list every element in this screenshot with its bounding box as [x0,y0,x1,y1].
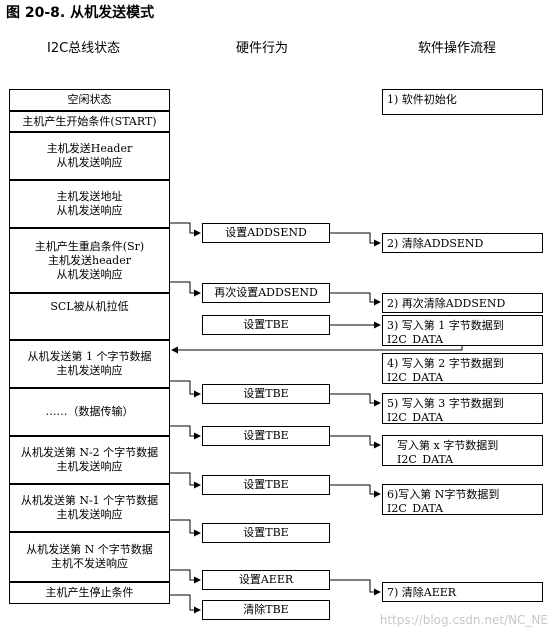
bus-state-text: 从机发送响应 [56,204,123,217]
arrow-write-n [330,484,381,498]
bus-state-text: 主机发送响应 [56,460,123,473]
watermark: https://blog.csdn.net/NC_NE [379,613,548,627]
bus-state-text: 主机发送header [48,253,131,267]
arrow-tbe-5 [170,472,201,489]
bus-state-text: 主机发送响应 [56,364,123,377]
hw-clear-tbe: 清除TBE [202,600,330,620]
bus-state-text: 主机发送响应 [56,508,123,521]
bus-state-text: 从机发送第 N-1 个字节数据 [20,494,159,507]
arrow-tbe-6 [170,519,201,537]
bus-state-scl-low: SCL被从机拉低 [9,293,170,340]
sw-step-text: 4) 写入第 2 字节数据到 [387,357,504,370]
sw-step-text: I2C_DATA [387,371,444,384]
sw-step-clear-addsend-again: 2) 再次清除ADDSEND [382,293,543,313]
bus-state-start: 主机产生开始条件(START) [9,111,170,132]
bus-state-byte-n-2: 从机发送第 N-2 个字节数据 主机发送响应 [9,436,170,484]
arrow-write-3 [330,393,381,407]
bus-state-text: 从机发送第 N-2 个字节数据 [20,446,159,459]
arrow-write-x [330,435,381,449]
sw-step-clear-aeer: 7) 清除AEER [382,582,543,602]
bus-state-address: 主机发送地址 从机发送响应 [9,180,170,228]
hw-set-tbe-1: 设置TBE [202,315,330,335]
sw-step-text: 写入第 x 字节数据到 [397,439,499,452]
bus-state-text: 主机产生开始条件(START) [22,114,157,128]
hw-set-tbe-5: 设置TBE [202,523,330,543]
arrow-tbe-3 [170,380,201,398]
arrow-clear-addsend-again [330,292,381,306]
sw-step-text: 6)写入第 N字节数据到 [387,488,500,501]
bus-state-data-transfer: ……（数据传输） [9,388,170,436]
sw-step-init: 1) 软件初始化 [382,89,543,115]
column-header-hardware: 硬件行为 [236,41,289,56]
sw-step-write-n: 6)写入第 N字节数据到 I2C_DATA [382,484,543,515]
figure-title: 图 20-8. 从机发送模式 [6,5,155,21]
sw-step-text: 7) 清除AEER [387,586,457,599]
bus-state-text: 主机发送Header [46,142,133,155]
column-header-software: 软件操作流程 [418,41,497,56]
sw-step-text: 2) 清除ADDSEND [387,237,484,250]
hw-set-addsend: 设置ADDSEND [202,223,330,243]
bus-state-text: 主机产生停止条件 [45,586,134,599]
hw-set-tbe-3: 设置TBE [202,426,330,446]
bus-state-header: 主机发送Header 从机发送响应 [9,132,170,180]
arrow-clear-aeer [330,579,381,596]
sw-step-text: 5) 写入第 3 字节数据到 [387,397,504,410]
sw-step-write-3: 5) 写入第 3 字节数据到 I2C_DATA [382,393,543,424]
bus-state-text: 主机发送地址 [56,190,123,203]
column-header-bus: I2C总线状态 [47,41,121,56]
bus-state-byte-n-1: 从机发送第 N-1 个字节数据 主机发送响应 [9,484,170,532]
sw-step-clear-addsend: 2) 清除ADDSEND [382,233,543,253]
arrow-addsend-again [170,281,201,297]
bus-state-text: 从机发送第 1 个字节数据 [27,350,152,363]
sw-step-text: 3) 写入第 1 字节数据到 [387,319,504,332]
bus-state-text: 从机发送第 N 个字节数据 [26,543,153,556]
bus-state-text: SCL被从机拉低 [50,300,129,313]
arrow-addsend [170,222,201,237]
bus-state-text: ……（数据传输） [45,405,134,418]
arrow-clear-addsend [330,232,381,247]
sw-step-write-x: 写入第 x 字节数据到 I2C_DATA [382,435,543,466]
bus-state-byte-1: 从机发送第 1 个字节数据 主机发送响应 [9,340,170,388]
sw-step-text: I2C_DATA [387,333,444,346]
sw-step-write-2: 4) 写入第 2 字节数据到 I2C_DATA [382,353,543,384]
sw-step-text: I2C_DATA [397,453,454,466]
sw-step-text: 2) 再次清除ADDSEND [387,297,506,310]
bus-state-restart: 主机产生重启条件(Sr) 主机发送header 从机发送响应 [9,228,170,293]
hw-set-aeer: 设置AEER [202,570,330,590]
sw-step-text: 1) 软件初始化 [387,93,457,106]
bus-state-text: 主机不发送响应 [51,557,128,570]
sw-step-text: I2C_DATA [387,411,444,424]
bus-state-stop: 主机产生停止条件 [9,582,170,604]
bus-state-text: 从机发送响应 [56,156,123,169]
bus-state-text: 空闲状态 [67,93,112,106]
bus-state-byte-n: 从机发送第 N 个字节数据 主机不发送响应 [9,532,170,582]
hw-set-tbe-4: 设置TBE [202,475,330,495]
sw-step-text: I2C_DATA [387,502,444,515]
bus-state-text: 从机发送响应 [56,267,123,281]
arrow-tbe-4 [170,425,201,440]
sw-step-write-1: 3) 写入第 1 字节数据到 I2C_DATA [382,315,543,346]
bus-state-idle: 空闲状态 [9,89,170,111]
arrow-clear-tbe [170,594,201,614]
bus-state-text: 主机产生重启条件(Sr) [34,239,145,253]
hw-set-addsend-again: 再次设置ADDSEND [202,283,330,303]
arrow-aeer [170,569,201,584]
hw-set-tbe-2: 设置TBE [202,384,330,404]
